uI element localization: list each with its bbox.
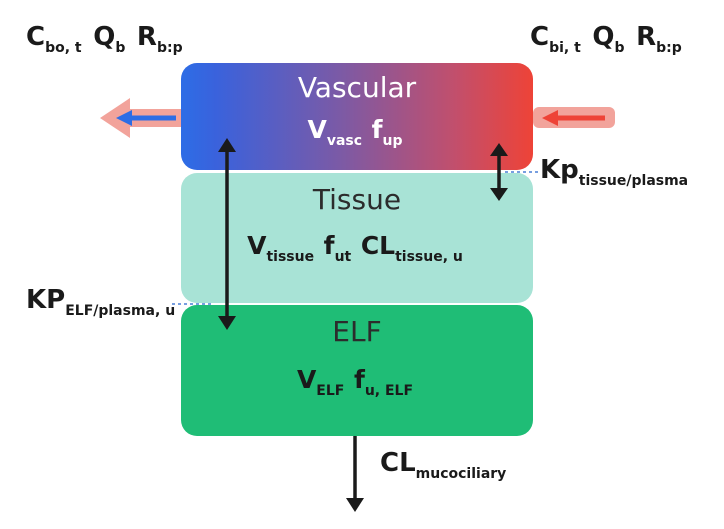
outflow-q-sub: b	[115, 40, 126, 56]
cl-mucociliary-main: CL	[380, 448, 416, 478]
outflow-label: Cbo, t Qb Rb:p	[26, 22, 189, 56]
outflow-r-sub: b:p	[156, 40, 183, 56]
vascular-v-sub: vasc	[326, 133, 363, 149]
mucociliary-arrow-head	[346, 498, 364, 512]
cl-mucociliary-sub: mucociliary	[415, 466, 507, 482]
vascular-f-sub: up	[382, 133, 403, 149]
cl-mucociliary-label: CLmucociliary	[380, 448, 512, 482]
tissue-compartment: Tissue Vtissue fut CLtissue, u	[181, 173, 533, 303]
vascular-compartment: Vascular Vvasc fup	[181, 63, 533, 170]
inflow-r-sub: b:p	[656, 40, 682, 56]
inflow-label: Cbi, t Qb Rb:p	[530, 22, 688, 56]
inflow-c-sub: bi, t	[549, 40, 581, 56]
tissue-v: V	[247, 231, 267, 260]
elf-v: V	[296, 365, 317, 394]
outflow-c-sub: bo, t	[45, 40, 82, 56]
outflow-r: R	[136, 22, 157, 52]
elf-v-sub: ELF	[316, 383, 345, 399]
tissue-title: Tissue	[312, 183, 402, 216]
mucociliary-arrow	[346, 436, 364, 512]
kp-tissue-sub: tissue/plasma	[578, 173, 689, 189]
elf-compartment: ELF VELF fu, ELF	[181, 305, 533, 436]
tissue-f: f	[323, 231, 335, 260]
outflow-q: Q	[93, 22, 116, 52]
inflow-arrow-head	[542, 110, 558, 126]
kp-tissue-plasma-label: Kptissue/plasma	[540, 155, 694, 189]
vascular-f: f	[371, 115, 383, 144]
kp-elf-plasma-label: KPELF/plasma, u	[26, 285, 181, 319]
vascular-v: V	[307, 115, 327, 144]
vascular-title: Vascular	[297, 71, 417, 104]
elf-equation: VELF fu, ELF	[181, 365, 533, 399]
inflow-arrow-bg	[533, 107, 615, 128]
tissue-cl: CL	[360, 231, 396, 260]
elf-f-sub: u, ELF	[364, 383, 414, 399]
tissue-equation: Vtissue fut CLtissue, u	[181, 231, 533, 265]
vascular-equation: Vvasc fup	[181, 115, 533, 149]
inflow-q: Q	[592, 22, 615, 52]
kp-tissue-main: Kp	[540, 155, 579, 185]
outflow-c: C	[26, 22, 46, 52]
tissue-cl-sub: tissue, u	[395, 249, 463, 265]
outflow-arrow-bg	[100, 98, 181, 138]
outflow-arrow	[100, 98, 181, 138]
elf-title: ELF	[332, 315, 382, 348]
tissue-f-sub: ut	[334, 249, 352, 265]
outflow-arrow-head	[116, 110, 132, 126]
inflow-r: R	[636, 22, 657, 52]
inflow-c: C	[530, 22, 550, 52]
elf-f: f	[353, 365, 365, 394]
inflow-arrow	[533, 107, 615, 128]
tissue-v-sub: tissue	[266, 249, 315, 265]
kp-elf-sub: ELF/plasma, u	[65, 303, 176, 319]
inflow-q-sub: b	[614, 40, 625, 56]
kp-elf-main: KP	[26, 285, 66, 315]
